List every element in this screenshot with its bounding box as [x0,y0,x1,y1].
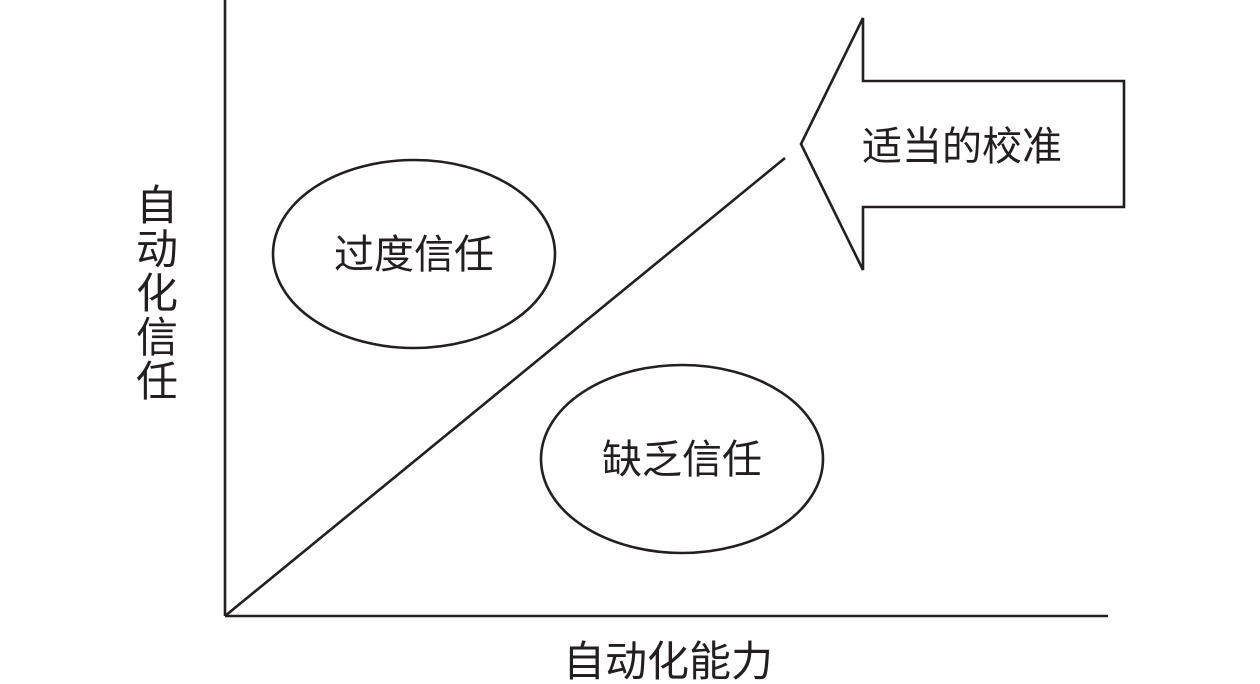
calibration-arrow-label: 适当的校准 [862,124,1062,170]
under-trust-label: 缺乏信任 [602,437,762,483]
x-axis-label: 自动化能力 [563,637,773,684]
calibration-arrow [799,17,1126,271]
calibration-line [224,156,786,618]
y-axis-label-char: 动 [136,225,178,274]
y-axis-label-char: 化 [136,269,178,318]
over-trust-label: 过度信任 [334,232,494,278]
y-axis-label-char: 任 [136,357,178,406]
over-trust-ellipse [271,158,557,350]
y-axis-label-char: 信 [136,313,178,362]
under-trust-ellipse [539,363,825,555]
y-axis-label-char: 自 [136,181,178,230]
